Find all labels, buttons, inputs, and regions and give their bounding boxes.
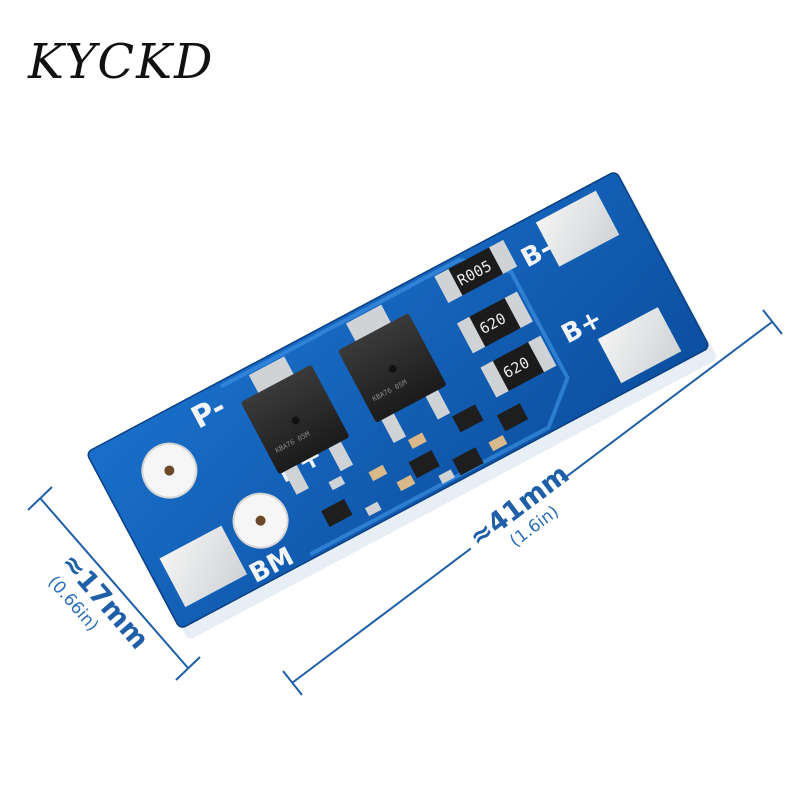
resistor-r005: R005	[434, 239, 518, 304]
ic-chip	[321, 403, 529, 527]
pad-b-minus	[535, 190, 620, 267]
pcb-board: P- P+ BM B- B+ KBA76 05M KBA76 05M	[87, 172, 717, 639]
mosfet-2: KBA76 05M	[338, 304, 451, 444]
brand-logo: KYCKD	[27, 34, 214, 90]
mosfet-1: KBA76 05M	[241, 356, 354, 495]
smd-capacitors	[328, 432, 508, 517]
resistor-620-b: 620	[480, 335, 557, 398]
pad-bm	[159, 525, 248, 608]
resistor-620-a: 620	[456, 291, 533, 354]
pad-b-plus	[597, 307, 682, 384]
